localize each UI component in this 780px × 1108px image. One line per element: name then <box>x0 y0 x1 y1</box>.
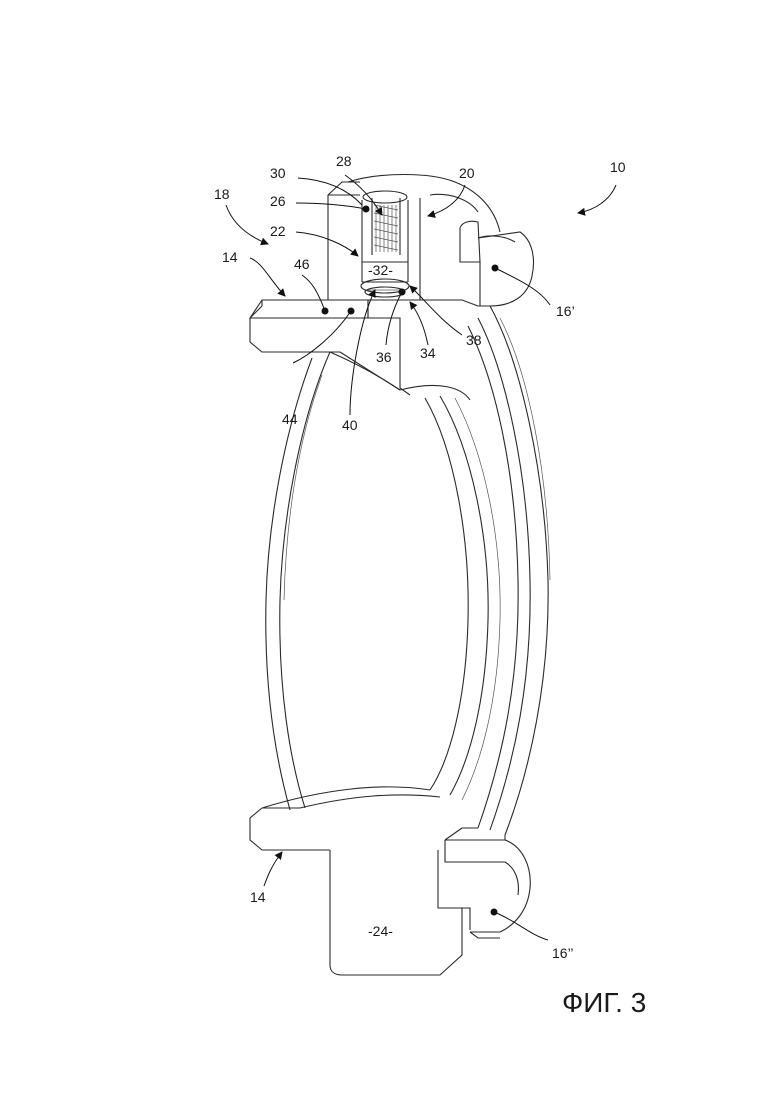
label-24-region: -24- <box>368 923 393 939</box>
label-16-double-prime: 16’’ <box>552 945 574 961</box>
label-36: 36 <box>376 349 392 365</box>
label-14-top: 14 <box>222 249 238 265</box>
label-28: 28 <box>336 153 352 169</box>
label-34: 34 <box>420 345 436 361</box>
label-46: 46 <box>294 256 310 272</box>
label-22: 22 <box>270 223 286 239</box>
leader-lines <box>226 175 616 940</box>
reference-dots <box>322 206 499 916</box>
label-38: 38 <box>466 332 482 348</box>
label-18: 18 <box>214 186 230 202</box>
label-40: 40 <box>342 417 358 433</box>
label-44: 44 <box>282 411 298 427</box>
label-30: 30 <box>270 165 286 181</box>
label-16-prime: 16’ <box>556 303 575 319</box>
label-26: 26 <box>270 193 286 209</box>
label-32-region: -32- <box>368 262 393 278</box>
label-14-bottom: 14 <box>250 889 266 905</box>
label-20: 20 <box>459 165 475 181</box>
label-10: 10 <box>610 159 626 175</box>
figure-caption: ФИГ. 3 <box>562 987 646 1018</box>
